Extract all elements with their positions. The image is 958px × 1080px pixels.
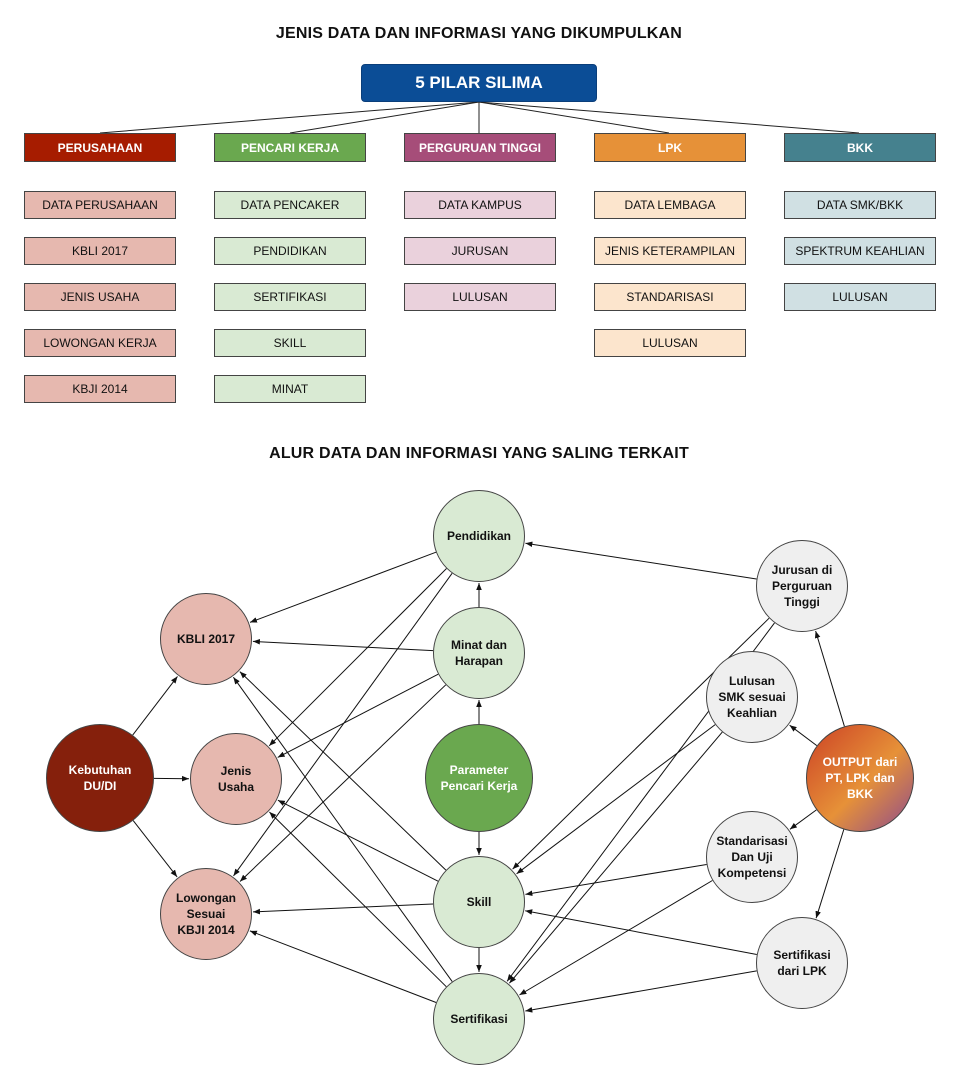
node-parameter-pencari-kerja: Parameter Pencari Kerja	[425, 724, 533, 832]
node-jurusan-pt: Jurusan di Perguruan Tinggi	[756, 540, 848, 632]
column-4-item: DATA LEMBAGA	[594, 191, 746, 219]
column-header-3: PERGURUAN TINGGI	[404, 133, 556, 162]
arrow-sertifikasi-to-lowongan	[249, 930, 437, 1003]
arrow-sertifikasi-to-jenis	[269, 811, 447, 988]
column-4-item: JENIS KETERAMPILAN	[594, 237, 746, 265]
column-1-item: LOWONGAN KERJA	[24, 329, 176, 357]
node-kebutuhan-dudi: Kebutuhan DU/DI	[46, 724, 154, 832]
arrow-kebutuhan-to-lowongan	[132, 820, 178, 878]
hierarchy-connectors	[99, 101, 860, 134]
arrow-kebutuhan-to-kbli	[132, 676, 178, 736]
column-5-item: LULUSAN	[784, 283, 936, 311]
arrow-output-to-lulusan	[789, 724, 818, 746]
root-box: 5 PILAR SILIMA	[361, 64, 597, 102]
arrow-pendidikan-to-jenis	[268, 568, 447, 747]
arrow-minat-to-kbli	[252, 638, 434, 652]
node-minat-harapan: Minat dan Harapan	[433, 607, 525, 699]
arrow-output-to-jurusan	[814, 630, 845, 727]
arrow-standarisasi-to-sertifikasi	[519, 880, 713, 996]
column-header-2: PENCARI KERJA	[214, 133, 366, 162]
column-header-1: PERUSAHAAN	[24, 133, 176, 162]
column-4-item: LULUSAN	[594, 329, 746, 357]
arrow-sertlpk-to-sertifikasi	[525, 970, 757, 1013]
arrow-standarisasi-to-skill	[525, 864, 707, 897]
arrow-output-to-standarisasi	[789, 809, 817, 830]
node-output: OUTPUT dari PT, LPK dan BKK	[806, 724, 914, 832]
node-lowongan-kbji: Lowongan Sesuai KBJI 2014	[160, 868, 252, 960]
arrow-skill-to-lowongan	[252, 903, 434, 915]
node-sertifikasi: Sertifikasi	[433, 973, 525, 1065]
arrow-output-to-sertlpk	[815, 829, 845, 919]
column-2-item: SERTIFIKASI	[214, 283, 366, 311]
node-standarisasi: Standarisasi Dan Uji Kompetensi	[706, 811, 798, 903]
arrow-pendidikan-to-lowongan	[233, 573, 453, 877]
column-header-4: LPK	[594, 133, 746, 162]
arrow-jurusan-to-pendidikan	[525, 541, 757, 580]
column-1-item: KBJI 2014	[24, 375, 176, 403]
node-lulusan-smk: Lulusan SMK sesuai Keahlian	[706, 651, 798, 743]
arrow-skill-to-jenis	[277, 799, 439, 882]
arrow-skill-to-kbli	[239, 671, 447, 871]
column-3-item: LULUSAN	[404, 283, 556, 311]
node-kbli-2017: KBLI 2017	[160, 593, 252, 685]
arrow-minat-to-lowongan	[239, 684, 447, 882]
node-jenis-usaha: Jenis Usaha	[190, 733, 282, 825]
column-2-item: MINAT	[214, 375, 366, 403]
column-5-item: DATA SMK/BKK	[784, 191, 936, 219]
column-3-item: JURUSAN	[404, 237, 556, 265]
flow-title: ALUR DATA DAN INFORMASI YANG SALING TERK…	[269, 445, 689, 462]
node-sertifikasi-lpk: Sertifikasi dari LPK	[756, 917, 848, 1009]
column-5-item: SPEKTRUM KEAHLIAN	[784, 237, 936, 265]
arrow-sertlpk-to-skill	[525, 909, 757, 955]
arrow-minat-to-jenis	[277, 673, 439, 758]
column-1-item: KBLI 2017	[24, 237, 176, 265]
column-1-item: JENIS USAHA	[24, 283, 176, 311]
arrow-lulusan-to-sertifikasi	[509, 731, 723, 984]
column-header-5: BKK	[784, 133, 936, 162]
arrow-lulusan-to-skill	[516, 724, 716, 875]
node-skill: Skill	[433, 856, 525, 948]
column-2-item: PENDIDIKAN	[214, 237, 366, 265]
node-pendidikan: Pendidikan	[433, 490, 525, 582]
arrow-sertifikasi-to-kbli	[232, 676, 453, 982]
column-3-item: DATA KAMPUS	[404, 191, 556, 219]
column-4-item: STANDARISASI	[594, 283, 746, 311]
column-2-item: SKILL	[214, 329, 366, 357]
column-2-item: DATA PENCAKER	[214, 191, 366, 219]
top-title: JENIS DATA DAN INFORMASI YANG DIKUMPULKA…	[275, 25, 683, 42]
column-1-item: DATA PERUSAHAAN	[24, 191, 176, 219]
arrow-pendidikan-to-kbli	[249, 551, 437, 623]
